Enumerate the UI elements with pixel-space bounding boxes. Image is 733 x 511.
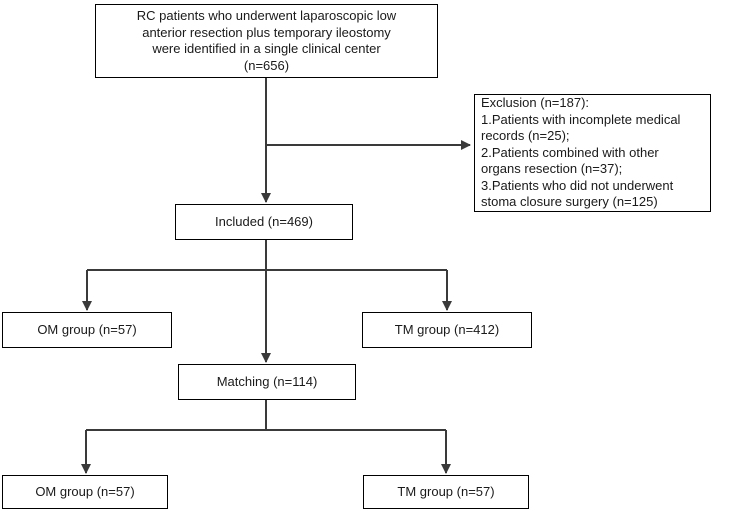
exclusion-line-7: stoma closure surgery (n=125): [481, 194, 658, 210]
included-box: Included (n=469): [175, 204, 353, 240]
exclusion-line-3: records (n=25);: [481, 128, 570, 144]
start-line-4: (n=656): [243, 57, 290, 73]
exclusion-line-5: organs resection (n=37);: [481, 161, 623, 177]
start-line-2: anterior resection plus temporary ileost…: [142, 24, 391, 40]
matching-box: Matching (n=114): [178, 364, 356, 400]
tm-group-matched-box: TM group (n=57): [363, 475, 529, 509]
exclusion-line-1: Exclusion (n=187):: [481, 95, 590, 111]
exclusion-box: Exclusion (n=187): 1.Patients with incom…: [474, 94, 711, 212]
om-group-matched-label: OM group (n=57): [35, 483, 135, 499]
om-group-label: OM group (n=57): [37, 321, 137, 337]
om-group-matched-box: OM group (n=57): [2, 475, 168, 509]
included-label: Included (n=469): [215, 213, 313, 229]
om-group-box: OM group (n=57): [2, 312, 172, 348]
start-box: RC patients who underwent laparoscopic l…: [95, 4, 438, 78]
start-line-3: were identified in a single clinical cen…: [152, 41, 381, 56]
tm-group-box: TM group (n=412): [362, 312, 532, 348]
exclusion-line-4: 2.Patients combined with other: [481, 144, 659, 160]
tm-group-label: TM group (n=412): [394, 321, 500, 337]
exclusion-line-6: 3.Patients who did not underwent: [481, 177, 674, 193]
tm-group-matched-label: TM group (n=57): [397, 483, 495, 499]
exclusion-line-2: 1.Patients with incomplete medical: [481, 111, 681, 127]
matching-label: Matching (n=114): [216, 373, 318, 389]
start-line-1: RC patients who underwent laparoscopic l…: [136, 8, 397, 23]
